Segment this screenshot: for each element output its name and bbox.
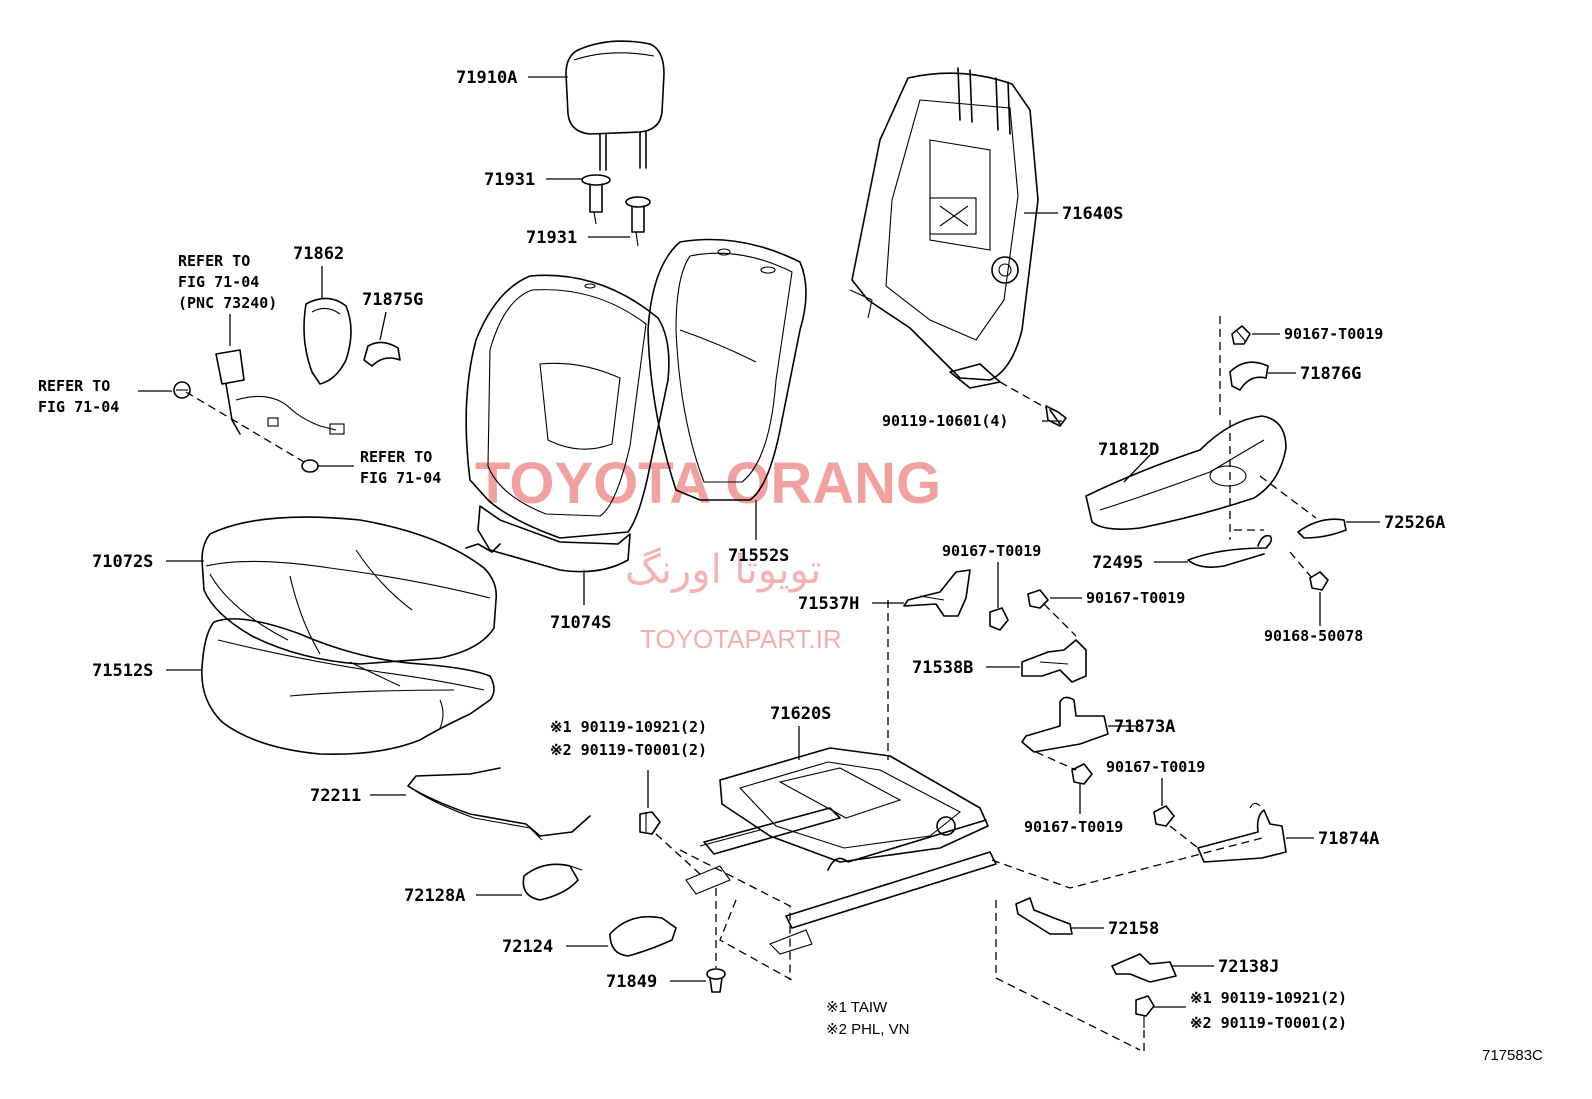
wire-72211-part (407, 767, 591, 841)
label-90168: 90168-50078 (1264, 627, 1363, 645)
knob-72526A (1297, 518, 1347, 539)
label-71538B: 71538B (912, 658, 973, 678)
label-72211: 72211 (310, 786, 361, 806)
nut-ref-c (301, 459, 319, 473)
side-shield-71812D (1085, 415, 1317, 540)
bracket-71874A (1197, 802, 1287, 863)
legend-line2: ※2 PHL, VN (826, 1021, 909, 1038)
footnote-right-line1: ※1 90119-10921(2) (1190, 989, 1347, 1007)
bracket-72158 (1015, 897, 1073, 935)
footnote-left-line2: ※2 90119-T0001(2) (550, 741, 707, 759)
label-72495: 72495 (1092, 553, 1143, 573)
label-71875G: 71875G (362, 290, 423, 310)
seat-frame-adjuster-part (685, 747, 997, 955)
bracket-71538B (1021, 639, 1087, 683)
label-90167-top: 90167-T0019 (1284, 325, 1383, 343)
screw-90167-low-a (1071, 763, 1093, 785)
label-90167-mid-a: 90167-T0019 (942, 542, 1041, 560)
seatback-cover-part (647, 238, 807, 501)
label-90167-low-a: 90167-T0019 (1024, 818, 1123, 836)
footnote-left-line1: ※1 90119-10921(2) (550, 718, 707, 736)
cover-72128A (522, 863, 583, 901)
label-71620S: 71620S (770, 704, 831, 724)
screw-90167-mid-a (989, 607, 1009, 631)
label-71640S: 71640S (1062, 204, 1123, 224)
seat-cushion-cover-part (201, 516, 498, 665)
label-72526A: 72526A (1384, 513, 1445, 533)
lever-72495 (1187, 529, 1273, 568)
ref-c-line1: REFER TO (360, 448, 432, 466)
ref-b-line2: FIG 71-04 (38, 398, 119, 416)
legend-line1: ※1 TAIW (826, 999, 888, 1016)
label-71931-lower: 71931 (526, 228, 577, 248)
trim-cover-71862 (303, 297, 352, 385)
label-72138J: 72138J (1218, 957, 1279, 977)
ref-a-line3: (PNC 73240) (178, 294, 277, 312)
label-71812D: 71812D (1098, 440, 1159, 460)
cover-72124 (609, 915, 677, 957)
bracket-71873A (1021, 696, 1109, 771)
seat-belt-buckle-part (185, 349, 345, 463)
screw-90168 (1289, 551, 1329, 591)
bolt-left-footnote (639, 811, 701, 875)
label-71072S: 71072S (92, 552, 153, 572)
label-72124: 72124 (502, 937, 553, 957)
label-72128A: 72128A (404, 886, 465, 906)
screw-90167-low-b (1153, 805, 1199, 849)
label-71874A: 71874A (1318, 829, 1379, 849)
seatback-frame-part (849, 67, 1039, 389)
ref-c-line2: FIG 71-04 (360, 469, 441, 487)
label-71849: 71849 (606, 972, 657, 992)
screw-90167-mid-b (1027, 589, 1077, 637)
label-71074S: 71074S (550, 613, 611, 633)
watermark-site: TOYOTAPART.IR (640, 624, 842, 654)
label-90167-low-b: 90167-T0019 (1106, 758, 1205, 776)
cover-71875G (363, 341, 401, 367)
ref-a-line2: FIG 71-04 (178, 273, 259, 291)
clip-71849 (706, 888, 726, 993)
label-90119-10601: 90119-10601(4) (882, 412, 1008, 430)
label-90167-mid-b: 90167-T0019 (1086, 589, 1185, 607)
watermark-brand-fa: تویوتا اورنگ (625, 547, 821, 593)
footnote-right-line2: ※2 90119-T0001(2) (1190, 1014, 1347, 1032)
bracket-71537H (903, 569, 971, 617)
headrest-guide-part (581, 174, 651, 247)
label-71537H: 71537H (798, 594, 859, 614)
bolt-90119-10601 (999, 381, 1067, 427)
label-71876G: 71876G (1300, 364, 1361, 384)
label-71873A: 71873A (1114, 717, 1175, 737)
seatback-pad-part (465, 274, 670, 573)
seat-cushion-pad-part (201, 618, 495, 756)
bolt-ref-b (173, 381, 191, 399)
ref-b-line1: REFER TO (38, 377, 110, 395)
bracket-72138J (1111, 953, 1177, 983)
label-71910A: 71910A (456, 68, 517, 88)
label-71862: 71862 (293, 244, 344, 264)
label-71552S: 71552S (728, 546, 789, 566)
cover-71876G (1229, 361, 1269, 391)
figure-code: 717583C (1482, 1047, 1543, 1064)
screw-90167-top (1219, 316, 1251, 420)
headrest-part (565, 40, 665, 171)
label-71512S: 71512S (92, 661, 153, 681)
watermark-brand: TOYOTA ORANG (475, 451, 941, 516)
label-72158: 72158 (1108, 919, 1159, 939)
label-71931-upper: 71931 (484, 170, 535, 190)
ref-a-line1: REFER TO (178, 252, 250, 270)
bolt-right-footnote (1135, 995, 1155, 1052)
